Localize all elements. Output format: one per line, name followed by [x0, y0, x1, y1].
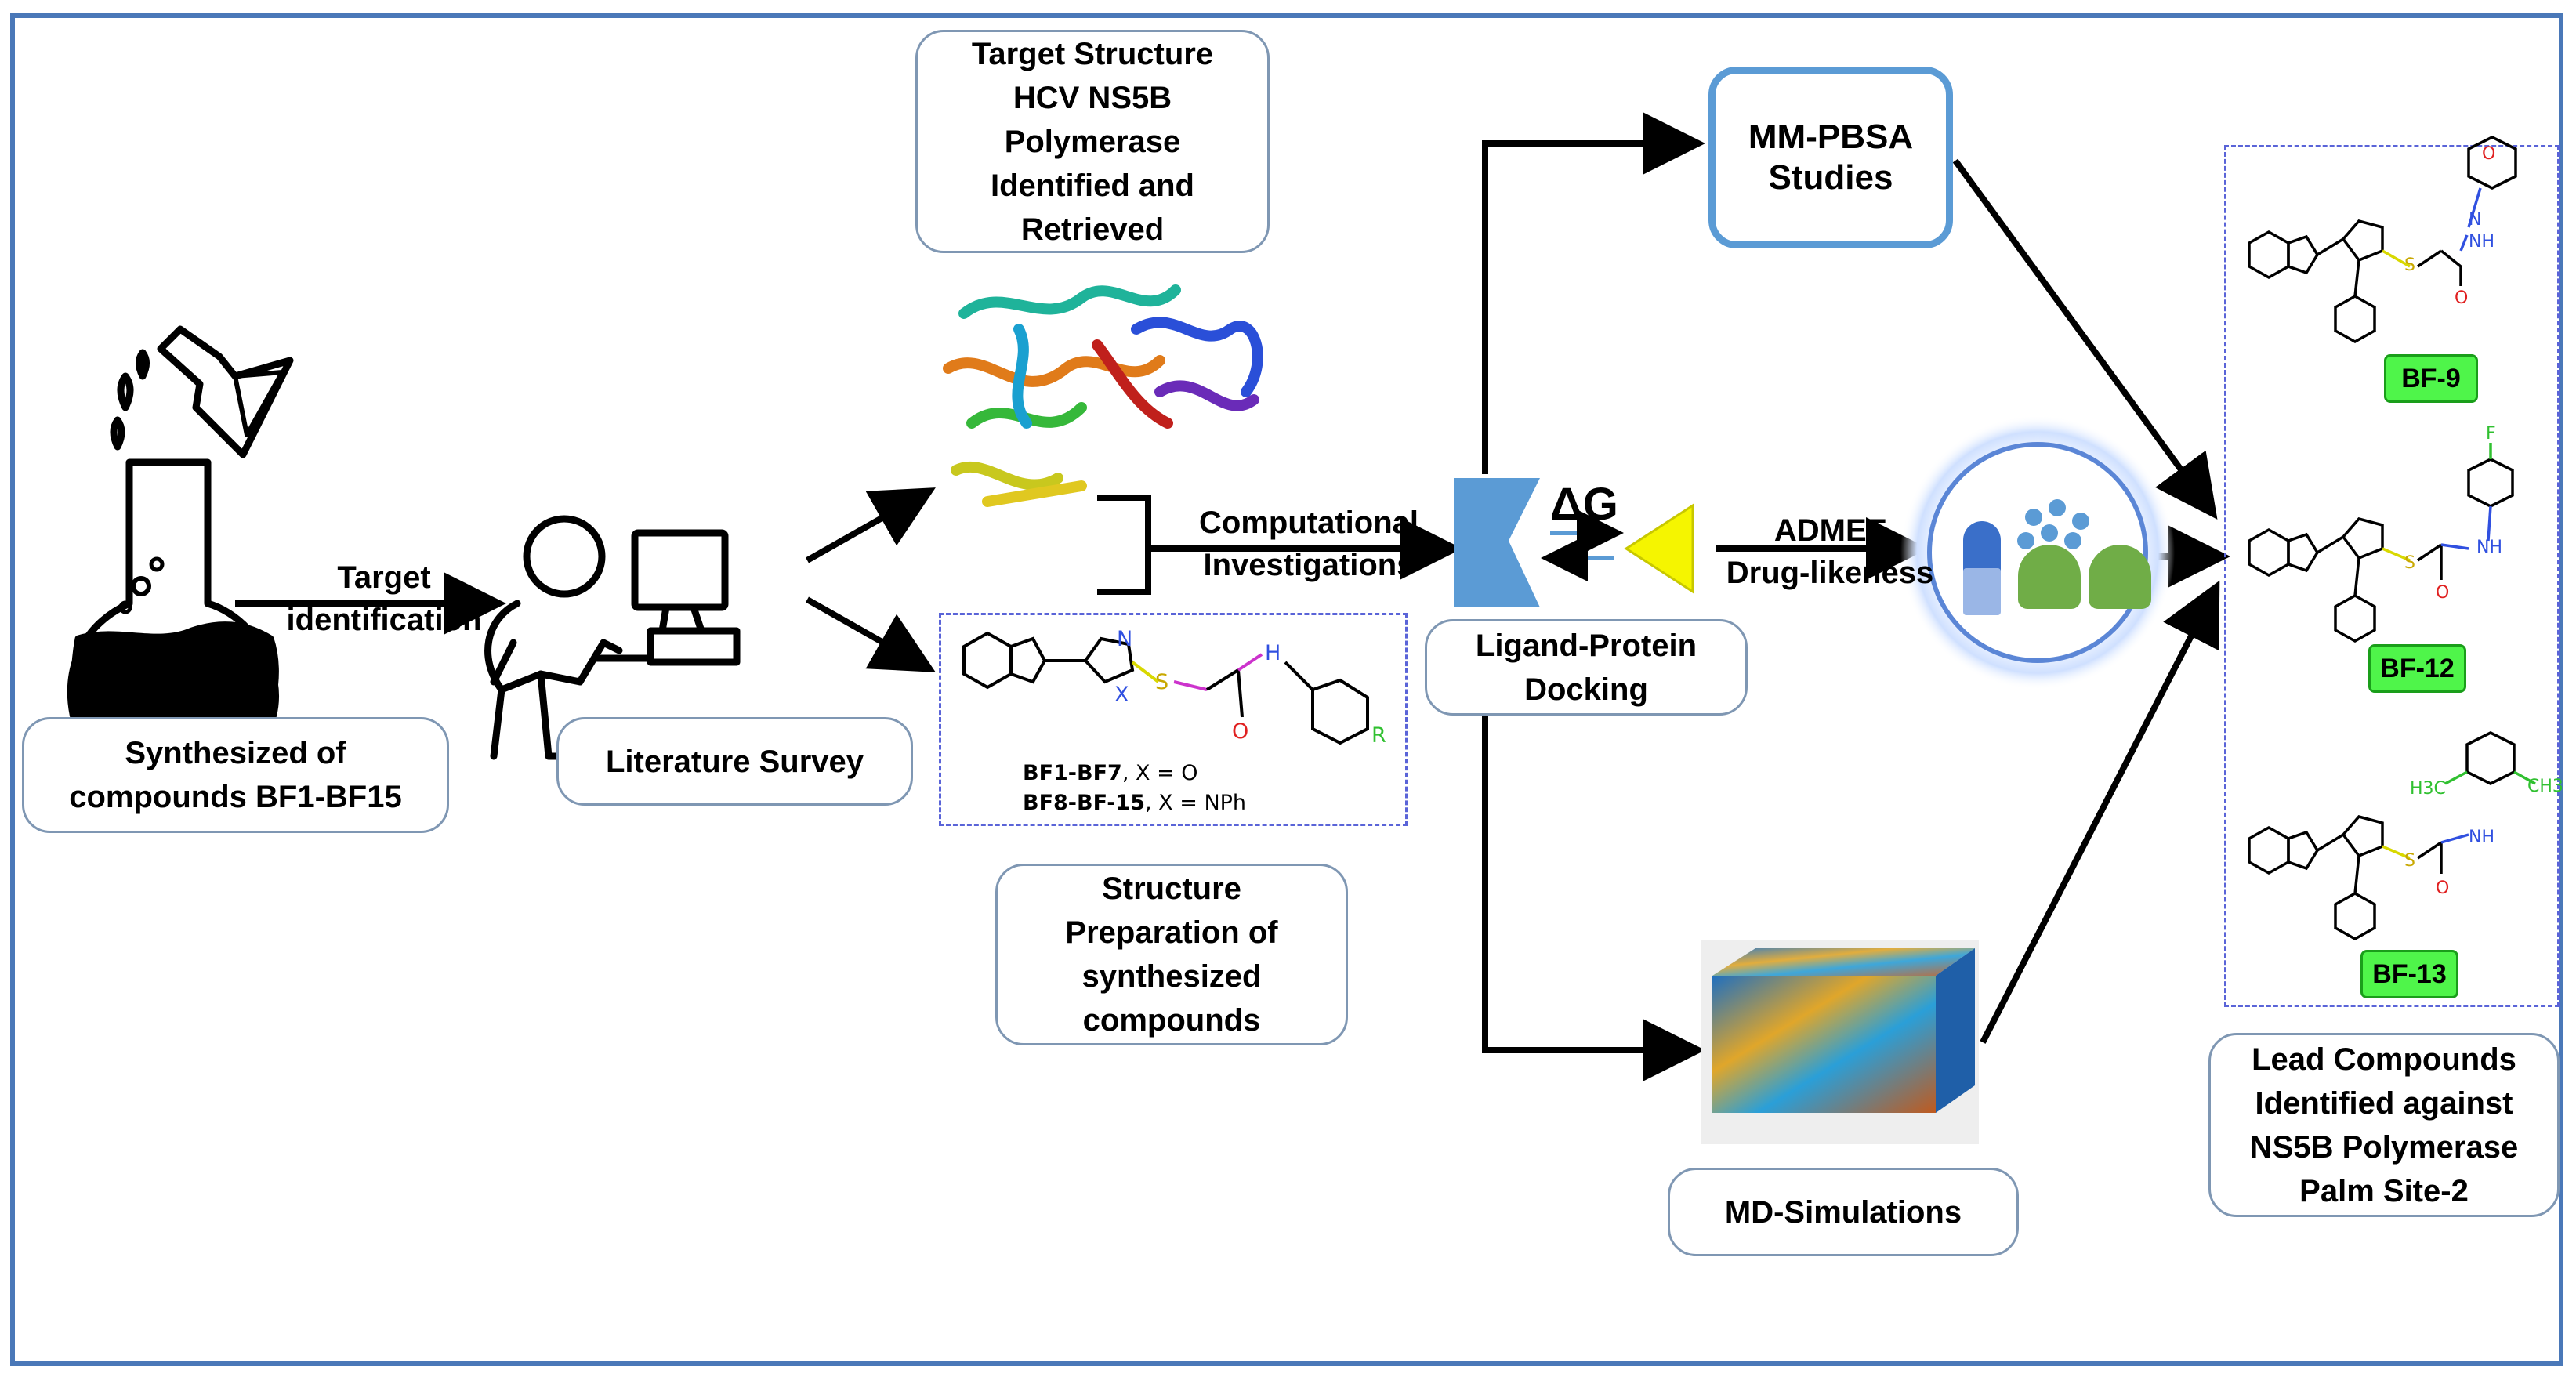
scaffold-structure — [962, 631, 1369, 745]
arrow-md-to-leads — [1980, 580, 2220, 1044]
computational-investigations-label: Computational Investigations — [1199, 505, 1418, 582]
target-structure-box: Target Structure HCV NS5B Polymerase Ide… — [915, 30, 1270, 253]
docking-box: Ligand-Protein Docking — [1425, 619, 1748, 716]
ligand-triangle-icon — [1624, 503, 1694, 594]
bracket — [1097, 495, 1151, 595]
mmpbsa-box: MM-PBSA Studies — [1708, 67, 1953, 248]
scaffold-caption-2: BF8-BF-15, X = NPh — [1023, 788, 1246, 818]
bf13-atom-s: S — [2404, 851, 2415, 871]
arrow-lit-to-target — [806, 487, 936, 563]
md-simulation-image — [1701, 940, 1979, 1144]
arrow-lit-to-scaffold — [806, 596, 936, 672]
bf13-atom-nh: NH — [2469, 828, 2494, 847]
bf9-atom-o: O — [2482, 144, 2496, 164]
bf12-atom-o: O — [2436, 583, 2450, 603]
bf9-atom-n: N — [2469, 210, 2482, 230]
scaffold-atom-x: X — [1114, 683, 1129, 707]
arrow-to-md — [1482, 713, 1705, 1081]
lead-compounds-box: Lead Compounds Identified against NS5B P… — [2208, 1033, 2560, 1217]
bf9-atom-s: S — [2404, 255, 2415, 275]
md-simulations-box: MD-Simulations — [1668, 1168, 2019, 1256]
scaffold-caption-1-bold: BF1-BF7 — [1023, 761, 1122, 785]
target-identification-label: Target identification — [286, 560, 482, 637]
bf13-atom-h3c: H3C — [2410, 779, 2446, 799]
bf9-atom-nh: NH — [2469, 232, 2494, 252]
arrows — [235, 112, 2230, 1081]
outer-border — [10, 13, 2563, 1366]
scaffold-panel — [939, 613, 1408, 826]
scaffold-caption-1: BF1-BF7, X = O — [1023, 759, 1198, 788]
admet-label: ADMET Drug-likeness — [1726, 513, 1934, 590]
exchange-arrows-icon — [1541, 509, 1624, 581]
arrow-to-mmpbsa — [1482, 112, 1705, 474]
lead-panel — [2224, 145, 2560, 1007]
bf13-atom-ch3: CH3 — [2527, 777, 2563, 796]
bf12-atom-f: F — [2486, 424, 2496, 444]
scaffold-atom-o: O — [1232, 719, 1249, 744]
lead-label-bf13: BF-13 — [2360, 950, 2458, 998]
scaffold-caption-2-bold: BF8-BF-15 — [1023, 791, 1145, 815]
scaffold-atom-n: N — [1117, 627, 1133, 651]
structure-preparation-box: Structure Preparation of synthesized com… — [995, 864, 1348, 1045]
admet-pill-icon — [1900, 415, 2175, 690]
scaffold-atom-s: S — [1155, 670, 1169, 694]
literature-survey-box: Literature Survey — [556, 717, 913, 806]
bf12-atom-s: S — [2404, 553, 2415, 573]
scaffold-atom-nh: H — [1265, 641, 1281, 665]
lead-label-bf9: BF-9 — [2384, 354, 2478, 403]
arrow-mmpbsa-to-leads — [1952, 158, 2218, 520]
scaffold-caption-1-rest: , X = O — [1121, 761, 1198, 785]
receptor-icon — [1454, 478, 1540, 607]
scaffold-caption-2-rest: , X = NPh — [1145, 791, 1247, 815]
bf9-atom-o2: O — [2455, 288, 2469, 308]
bf12-atom-nh: NH — [2476, 538, 2502, 557]
bf13-atom-o: O — [2436, 879, 2450, 898]
scaffold-atom-r: R — [1371, 723, 1386, 748]
beaker-pour-icon — [110, 325, 294, 458]
lead-label-bf12: BF-12 — [2368, 644, 2466, 693]
delta-g-label: ΔG — [1550, 479, 1618, 530]
synthesized-box: Synthesized of compounds BF1-BF15 — [22, 717, 449, 833]
protein-ribbon-image — [943, 284, 1263, 507]
